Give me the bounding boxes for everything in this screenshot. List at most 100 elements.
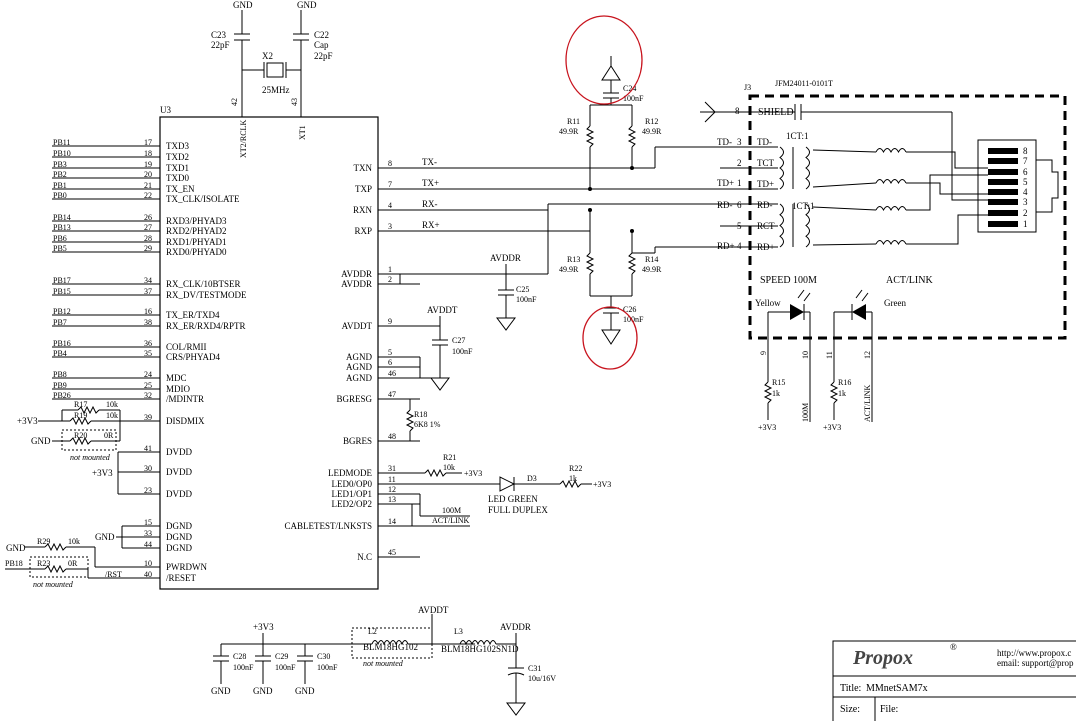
gnd-label: GND	[31, 436, 51, 446]
port-label: PB15	[53, 287, 71, 296]
u3-pin-name: /MDINTR	[166, 394, 204, 404]
port-label: PB7	[53, 318, 67, 327]
j3-ref: J3	[744, 83, 751, 92]
r12-value: 49.9R	[642, 127, 662, 136]
ground-symbol	[496, 317, 516, 331]
port-label: PB0	[53, 191, 67, 200]
c29-value: 100nF	[275, 663, 296, 672]
c24-value: 100nF	[623, 94, 644, 103]
r23-not-mounted: not mounted	[33, 580, 74, 589]
r16-value: 1k	[838, 389, 846, 398]
port-labels: PB11PB10PB3PB2PB1PB0PB14PB13PB6PB5PB17PB…	[52, 138, 140, 400]
common-mode-winding	[875, 240, 907, 246]
u3-pin-name: DVDD	[166, 447, 192, 457]
u3-pin-number: 17	[144, 138, 152, 147]
j3-td-minus: TD-	[757, 137, 772, 147]
r15-value: 1k	[772, 389, 780, 398]
u3-pin-name: TXD1	[166, 163, 189, 173]
c22-type: Cap	[314, 40, 329, 50]
u3-pin-number: 27	[144, 223, 152, 232]
u3-pin-name: BGRESG	[336, 394, 372, 404]
r17-ref: R17	[74, 400, 87, 409]
u3-pin-number: 31	[388, 464, 396, 473]
gnd-label: GND	[253, 686, 273, 696]
u3-pin-name: TX_CLK/ISOLATE	[166, 194, 240, 204]
r11-value: 49.9R	[559, 127, 579, 136]
u3-pin-name: CRS/PHYAD4	[166, 352, 221, 362]
port-label: PB12	[53, 307, 71, 316]
gnd-label: GND	[6, 543, 26, 553]
ground-symbol	[601, 65, 621, 81]
u3-pin-number: 20	[144, 170, 152, 179]
c27-value: 100nF	[452, 347, 473, 356]
j3-pin-num: 4	[737, 241, 742, 251]
u3-pin-number: 4	[388, 201, 392, 210]
net-rxp: RX+	[422, 220, 440, 230]
u3-pin-number: 15	[144, 518, 152, 527]
c28-value: 100nF	[233, 663, 254, 672]
r21-value: 10k	[443, 463, 455, 472]
net-100m: 100M	[442, 506, 461, 515]
u3-pin-name: MDIO	[166, 384, 190, 394]
gnd-label: GND	[95, 532, 115, 542]
r13-ref: R13	[567, 255, 580, 264]
r22-value: 1k	[569, 474, 577, 483]
u3-pin-name: AGND	[346, 373, 372, 383]
port-label: PB11	[53, 138, 71, 147]
u3-pin-number: 23	[144, 486, 152, 495]
propox-logo: Propox	[852, 647, 913, 669]
u3-pin-number: 22	[144, 191, 152, 200]
u3-pin43-name: XT1	[298, 125, 307, 140]
u3-pin-number: 39	[144, 413, 152, 422]
u3-pin-number: 16	[144, 307, 152, 316]
u3-pin42-name: XT2/RCLK	[239, 120, 248, 158]
title-block	[832, 640, 1076, 721]
u3-pin-number: 41	[144, 444, 152, 453]
avddt-label: AVDDT	[427, 305, 458, 315]
port-label: PB6	[53, 234, 67, 243]
j3-rd-minus: RD-	[757, 200, 773, 210]
u3-pin-name: TXP	[355, 184, 372, 194]
u3-pin-name: RXD0/PHYAD0	[166, 247, 227, 257]
rj45-pin-number: 8	[1023, 146, 1028, 156]
propox-reg: ®	[950, 642, 957, 652]
j3-ratio-rx: 1CT:1	[792, 201, 815, 211]
u3-pin-name: AGND	[346, 352, 372, 362]
u3-pin-number: 24	[144, 370, 152, 379]
u3-pin-name: LEDMODE	[328, 468, 372, 478]
u3-pin-number: 48	[388, 432, 396, 441]
port-label: PB10	[53, 149, 71, 158]
d3-ref: D3	[527, 474, 537, 483]
u3-pin-number: 11	[388, 475, 396, 484]
x2-frequency: 25MHz	[262, 85, 290, 95]
ground-symbol	[430, 377, 450, 391]
u3-pin-number: 34	[144, 276, 152, 285]
u3-pin-name: RXD2/PHYAD2	[166, 226, 227, 236]
r23-value: 0R	[68, 559, 78, 568]
rj45-contact	[988, 221, 1018, 227]
d3-label-line1: LED GREEN	[488, 494, 538, 504]
u3-pin-name: LED2/OP2	[332, 499, 373, 509]
net-actlink: ACT/LINK	[863, 384, 872, 422]
rj45-contact	[988, 148, 1018, 154]
l2-ref: L2	[368, 627, 377, 636]
port-label: PB5	[53, 244, 67, 253]
r20-not-mounted: not mounted	[70, 453, 111, 462]
l2-not-mounted: not mounted	[363, 659, 404, 668]
r16-ref: R16	[838, 378, 851, 387]
u3-pin-name: RXN	[353, 205, 373, 215]
j3-magjack-outline	[748, 94, 1067, 340]
port-label: PB2	[53, 170, 67, 179]
u3-pin-number: 29	[144, 244, 152, 253]
rj45-pin-number: 5	[1023, 177, 1028, 187]
c26-ref: C26	[623, 305, 636, 314]
u3-pin-name: TX_EN	[166, 184, 195, 194]
j3-pin-num: 3	[737, 137, 742, 147]
u3-pin-number: 9	[388, 317, 392, 326]
d3-label-line2: FULL DUPLEX	[488, 505, 548, 515]
c30-value: 100nF	[317, 663, 338, 672]
tb-email: email: support@prop	[997, 658, 1074, 668]
